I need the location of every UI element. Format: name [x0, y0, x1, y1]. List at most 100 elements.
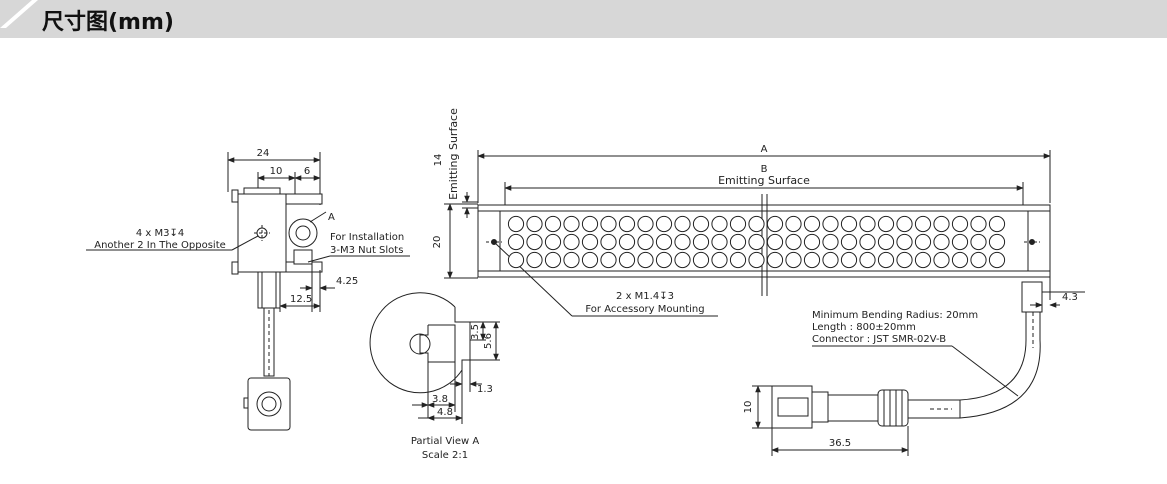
led-emitter: [840, 215, 858, 233]
led-emitter: [711, 251, 728, 269]
led-emitter: [581, 215, 599, 233]
partial-view-title: Partial View A: [411, 436, 480, 447]
front-view-labels: A B Emitting Surface 14 Emitting Surface…: [432, 108, 1078, 449]
led-emitter: [859, 251, 876, 269]
thread-note-1: 4 x M3↧4: [136, 228, 184, 239]
led-emitter: [507, 233, 525, 251]
page-title: 尺寸图(mm): [42, 10, 174, 35]
led-emitter: [507, 251, 525, 269]
led-emitter: [581, 233, 599, 251]
led-emitter: [896, 251, 913, 269]
led-emitter: [544, 233, 562, 251]
led-emitter: [951, 215, 969, 233]
partial-view-labels: 3.5 5.6 1.3 3.8 4.8 Partial View A Scale…: [411, 324, 494, 461]
led-emitter: [655, 215, 673, 233]
led-emitter: [970, 215, 987, 233]
led-emitter: [988, 233, 1006, 251]
cable-note-1: Minimum Bending Radius: 20mm: [812, 310, 978, 321]
led-emitter: [914, 233, 932, 251]
led-emitter: [748, 215, 765, 233]
thread-note-2: Another 2 In The Opposite: [94, 240, 226, 251]
led-emitter: [933, 233, 950, 251]
led-emitter: [877, 215, 895, 233]
cable-note-3: Connector : JST SMR-02V-B: [812, 334, 946, 345]
led-emitter: [822, 215, 839, 233]
emitting-surface-14-label: Emitting Surface: [447, 108, 460, 200]
dim-24-label: 24: [257, 148, 270, 159]
led-emitter: [563, 251, 580, 269]
led-emitter: [729, 215, 747, 233]
dim-3-5-label: 3.5: [470, 324, 481, 340]
led-emitter: [988, 215, 1006, 233]
led-emitter: [674, 215, 691, 233]
led-emitter: [951, 251, 969, 269]
led-emitter: [933, 251, 950, 269]
dim-20-label: 20: [432, 236, 443, 249]
led-emitter: [766, 251, 784, 269]
led-emitter: [822, 233, 839, 251]
cable-note-2: Length : 800±20mm: [812, 322, 916, 333]
dim-12-5-label: 12.5: [290, 294, 312, 305]
led-emitter: [526, 233, 543, 251]
led-emitter: [674, 251, 691, 269]
led-emitter: [711, 215, 728, 233]
callout-a-label: A: [328, 212, 335, 223]
led-emitter: [637, 251, 654, 269]
led-emitter: [803, 233, 821, 251]
side-view-labels: 24 10 6 A 4 x M3↧4 Another 2 In The Oppo…: [94, 148, 404, 305]
led-emitter: [970, 251, 987, 269]
led-emitter: [970, 233, 987, 251]
led-emitter: [618, 251, 636, 269]
led-emitter: [600, 233, 617, 251]
led-emitter: [600, 251, 617, 269]
partial-view-a: [369, 292, 500, 424]
led-emitter: [563, 215, 580, 233]
dim-4-3-label: 4.3: [1062, 292, 1078, 303]
led-emitter: [711, 233, 728, 251]
dim-6-label: 6: [304, 166, 310, 177]
led-emitter: [674, 233, 691, 251]
led-emitter: [618, 215, 636, 233]
cable-dim-10-label: 10: [743, 401, 754, 414]
dim-b-label: B: [761, 164, 768, 175]
dim-10-label: 10: [270, 166, 283, 177]
section-header: 尺寸图(mm): [0, 0, 1167, 38]
install-note-1: For Installation: [330, 232, 404, 243]
led-emitter: [951, 233, 969, 251]
partial-view-scale: Scale 2:1: [422, 450, 468, 461]
led-emitter: [785, 251, 802, 269]
led-emitter: [526, 215, 543, 233]
led-emitter: [859, 215, 876, 233]
led-emitter: [526, 251, 543, 269]
led-emitter: [822, 251, 839, 269]
led-emitter: [655, 251, 673, 269]
led-emitter: [859, 233, 876, 251]
led-emitter: [896, 233, 913, 251]
cable-dim-36-5-label: 36.5: [829, 438, 851, 449]
led-emitter: [748, 251, 765, 269]
led-emitter: [803, 251, 821, 269]
mount-note-1: 2 x M1.4↧3: [616, 291, 674, 302]
mount-note-2: For Accessory Mounting: [585, 304, 704, 315]
led-emitter: [877, 251, 895, 269]
led-emitter: [914, 251, 932, 269]
led-emitter: [840, 251, 858, 269]
led-emitter: [729, 233, 747, 251]
led-emitter: [692, 233, 710, 251]
dim-1-3-label: 1.3: [477, 384, 493, 395]
emitting-surface-b-label: Emitting Surface: [718, 174, 810, 187]
led-emitter: [840, 233, 858, 251]
led-emitter: [637, 233, 654, 251]
led-emitter: [692, 251, 710, 269]
led-emitter: [692, 215, 710, 233]
header-accent-triangle: [0, 0, 38, 28]
dim-5-6-label: 5.6: [483, 333, 494, 349]
led-emitter: [600, 215, 617, 233]
led-emitter: [544, 251, 562, 269]
led-emitter: [637, 215, 654, 233]
led-emitter: [785, 215, 802, 233]
dim-3-8-label: 3.8: [432, 394, 448, 405]
led-emitter: [748, 233, 765, 251]
led-emitter: [803, 215, 821, 233]
led-emitter: [988, 251, 1006, 269]
